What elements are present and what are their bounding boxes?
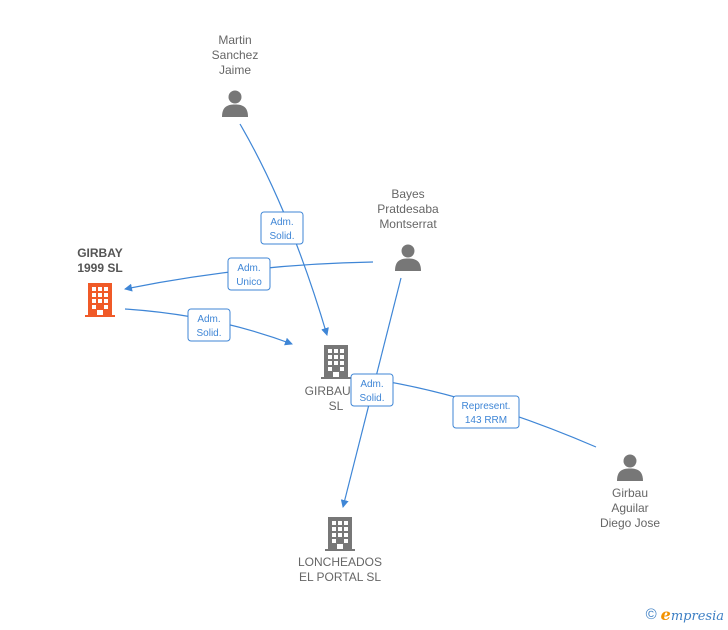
edge-label-text: Adm.: [360, 379, 383, 390]
person-icon: [395, 244, 421, 271]
node-label: EL PORTAL SL: [299, 570, 381, 584]
edge-label-text: Represent.: [462, 401, 511, 412]
edge-label-text: Solid.: [359, 393, 384, 404]
edge-label-box[interactable]: Adm. Solid.: [350, 373, 394, 407]
edge-label-text: Solid.: [196, 328, 221, 339]
edge-label-box[interactable]: Represent. 143 RRM: [452, 395, 520, 429]
edge-label-text: Unico: [236, 277, 262, 288]
node-label: Martin: [218, 33, 251, 47]
edge-label-text: Adm.: [197, 314, 220, 325]
person-icon: [222, 90, 248, 117]
node-label: Jaime: [219, 63, 251, 77]
node-label: Bayes: [391, 187, 424, 201]
building-icon: [85, 283, 115, 317]
edge-label-text: Solid.: [269, 231, 294, 242]
edge-label-text: Adm.: [270, 217, 293, 228]
node-label: Montserrat: [379, 217, 437, 231]
node-label: SL: [329, 399, 344, 413]
brand-name: mpresia: [670, 609, 724, 624]
edge-label-box[interactable]: Adm. Solid.: [187, 308, 231, 342]
person-icon: [617, 454, 643, 481]
node-label: Diego Jose: [600, 516, 660, 530]
brand-logo[interactable]: empresia: [661, 605, 724, 624]
edge-label-text: Adm.: [237, 263, 260, 274]
node-label: GIRBAY: [77, 246, 123, 260]
brand-initial: e: [660, 605, 671, 624]
edge-label-box[interactable]: Adm. Solid.: [260, 211, 304, 245]
copyright-symbol: ©: [645, 606, 657, 623]
building-icon: [321, 345, 351, 379]
node-label: Sanchez: [212, 48, 259, 62]
node-label: LONCHEADOS: [298, 555, 382, 569]
node-label: Girbau: [612, 486, 648, 500]
node-label: 1999 SL: [77, 261, 122, 275]
building-icon: [325, 517, 355, 551]
edge-label-text: 143 RRM: [465, 415, 507, 426]
node-label: Pratdesaba: [377, 202, 439, 216]
node-label: Aguilar: [611, 501, 648, 515]
edge-label-box[interactable]: Adm. Unico: [227, 257, 271, 291]
footer-credit: © empresia: [646, 605, 724, 624]
